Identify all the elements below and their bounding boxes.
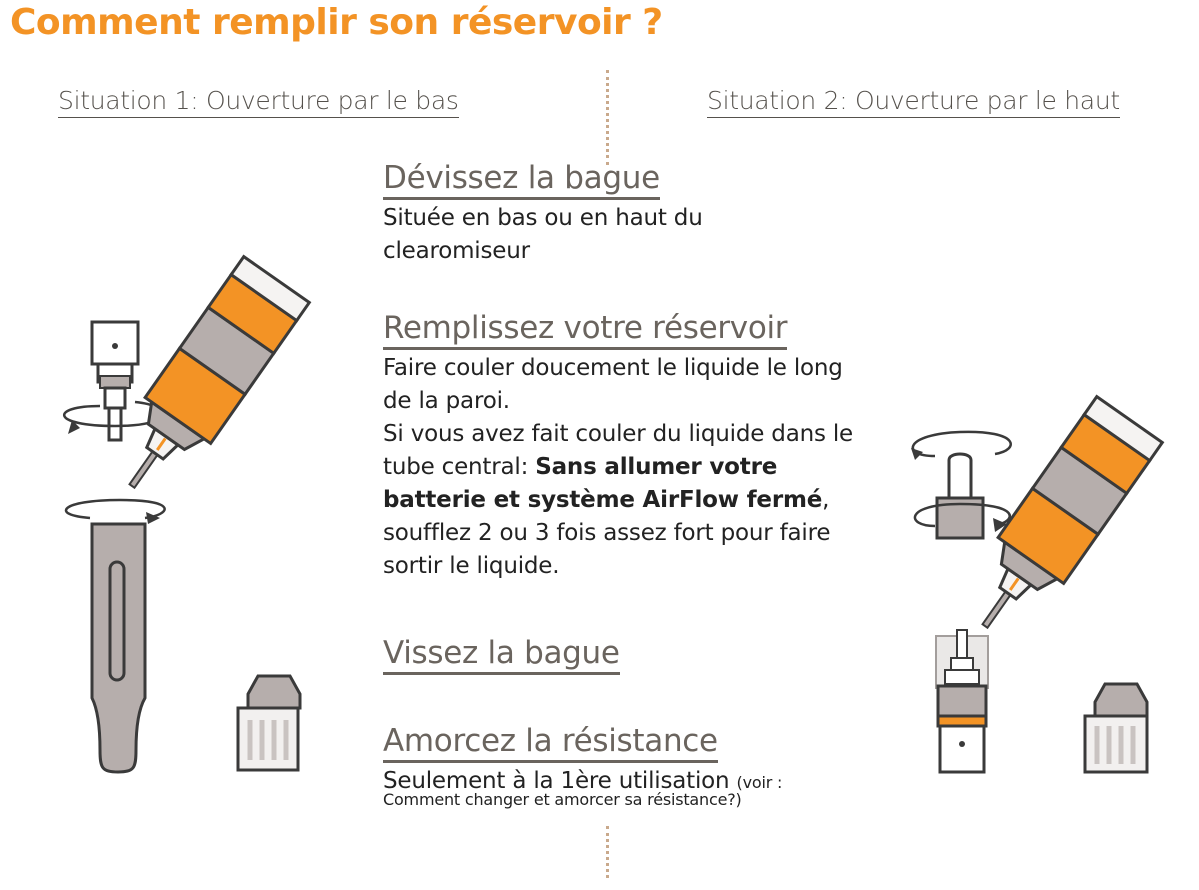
step-text: Faire couler doucement le liquide le lon… bbox=[383, 352, 853, 583]
step-text-main: Seulement à la 1ère utilisation bbox=[383, 768, 737, 794]
eliquid-bottle-icon bbox=[128, 254, 312, 490]
step-prime-coil: Amorcez la résistance Seulement à la 1èr… bbox=[383, 723, 853, 809]
step-unscrew: Dévissez la bague Située en bas ou en ha… bbox=[383, 160, 853, 268]
rotate-arrow-icon bbox=[64, 498, 166, 524]
step-heading: Vissez la bague bbox=[383, 635, 620, 675]
step-text-b: Si vous avez fait couler du liquide dans… bbox=[383, 421, 854, 480]
eliquid-bottle-icon bbox=[981, 394, 1165, 630]
tank-body-icon bbox=[90, 522, 147, 774]
rotate-arrow-icon bbox=[913, 502, 1011, 532]
spare-tank-icon bbox=[236, 674, 302, 772]
vertical-divider-top bbox=[606, 70, 609, 165]
situation-1-heading: Situation 1: Ouverture par le bas bbox=[58, 86, 459, 118]
drip-tip-icon bbox=[935, 452, 985, 540]
rotate-arrow-icon bbox=[911, 430, 1012, 460]
spare-tank-icon bbox=[1083, 682, 1149, 774]
coil-cap-icon bbox=[90, 320, 140, 442]
step-screw: Vissez la bague bbox=[383, 635, 853, 675]
step-fill-tank: Remplissez votre réservoir Faire couler … bbox=[383, 310, 853, 583]
step-text-small-a: (voir : bbox=[736, 773, 783, 792]
step-heading: Dévissez la bague bbox=[383, 160, 660, 200]
step-text-bold: Sans allumer votre batterie et système A… bbox=[383, 454, 823, 513]
tank-body-icon bbox=[935, 629, 989, 774]
step-text-line: clearomiseur bbox=[383, 238, 530, 264]
clearomizer-bottom-fill-illustration bbox=[63, 254, 312, 774]
page-title: Comment remplir son réservoir ? bbox=[10, 2, 663, 43]
step-text-small-b: Comment changer et amorcer sa résistance… bbox=[383, 790, 742, 809]
step-text: Située en bas ou en haut du clearomiseur bbox=[383, 202, 853, 268]
vertical-divider-bottom bbox=[606, 826, 609, 878]
step-heading: Amorcez la résistance bbox=[383, 723, 718, 763]
step-text-c: , soufflez 2 ou 3 fois assez fort pour f… bbox=[383, 487, 831, 579]
step-text-line: Située en bas ou en haut du bbox=[383, 205, 703, 231]
situation-2-heading: Situation 2: Ouverture par le haut bbox=[707, 86, 1120, 118]
clearomizer-top-fill-illustration bbox=[911, 394, 1165, 774]
step-text: Seulement à la 1ère utilisation (voir : … bbox=[383, 767, 853, 809]
step-text-a: Faire couler doucement le liquide le lon… bbox=[383, 355, 843, 414]
step-heading: Remplissez votre réservoir bbox=[383, 310, 788, 350]
